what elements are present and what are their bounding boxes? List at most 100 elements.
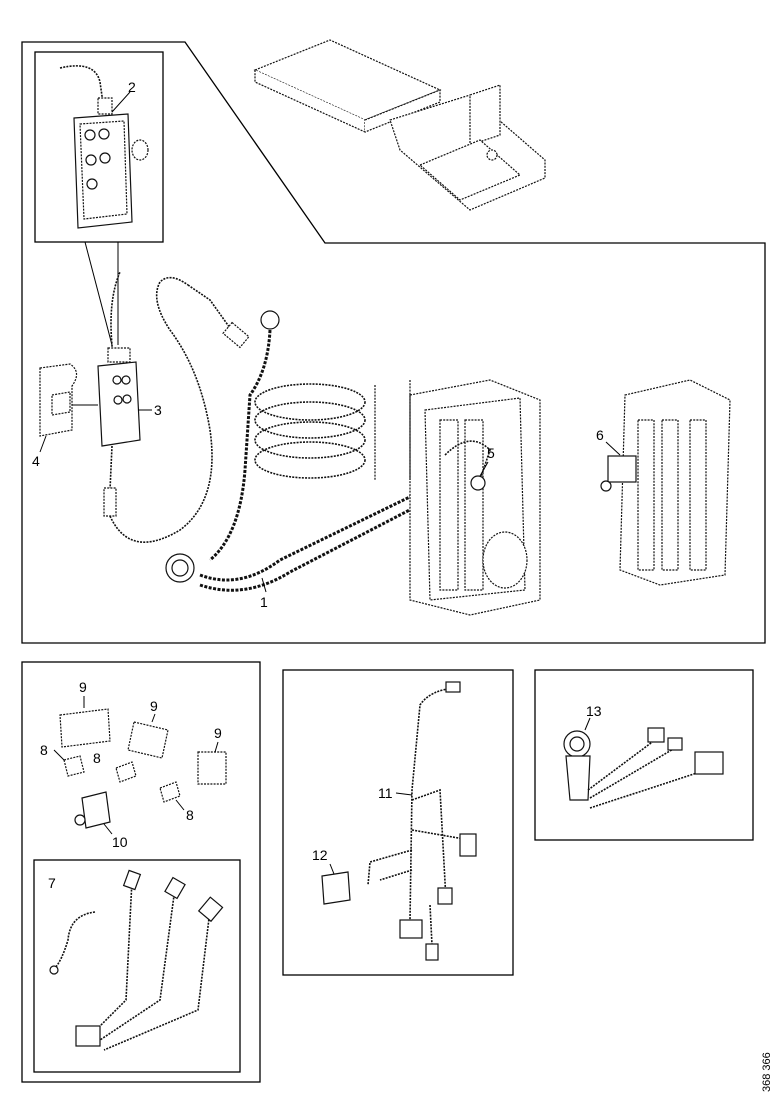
harness-branch (199, 490, 421, 582)
harness-main-trunk (209, 329, 272, 562)
part-7-connector-1 (122, 869, 142, 891)
leader-2 (111, 91, 131, 113)
callout-4: 4 (32, 453, 40, 469)
callout-6: 6 (596, 427, 604, 443)
harness-11-end-plug (425, 943, 439, 961)
callout-1: 1 (260, 594, 268, 610)
switch-13-wire-1 (587, 739, 656, 791)
remote-control-face (79, 120, 128, 220)
remote-3-coil-cable (109, 276, 213, 543)
harness-branch-2 (199, 500, 426, 592)
harness-upper-connector (260, 310, 280, 330)
relay-10 (81, 791, 111, 829)
callout-13: 13 (586, 703, 602, 719)
harness-11-branch-4 (379, 869, 413, 881)
switch-13-knob (569, 736, 585, 752)
part-7-branch-3 (103, 909, 211, 1051)
harness-11-drop (429, 904, 433, 946)
remote-3-button-4 (122, 394, 132, 404)
zoom-line-left (84, 241, 113, 346)
remote-cable (59, 65, 105, 111)
harness-11-bottom-connector (399, 919, 423, 939)
harness-coil-2 (254, 401, 366, 439)
machine-right-column-1 (637, 419, 655, 571)
sensor-6-plug (600, 480, 612, 492)
remote-3-plug (103, 487, 117, 517)
remote-button-1 (84, 129, 96, 141)
callout-10: 10 (112, 834, 128, 850)
remote-button-4 (99, 152, 111, 164)
leader-11 (395, 792, 413, 796)
machine-right-column-3 (689, 419, 707, 571)
harness-coil-4 (254, 441, 366, 479)
lower-middle-frame (282, 669, 514, 976)
leader-9c (214, 741, 219, 753)
leader-8a (53, 749, 65, 761)
remote-3-button-1 (112, 375, 122, 385)
remote-upper-cable (110, 271, 121, 350)
bracket-upright (469, 84, 501, 146)
callout-2: 2 (128, 79, 136, 95)
reference-number: 368 366 (761, 1052, 773, 1092)
part-7-connector-3 (197, 896, 224, 923)
remote-button-5 (86, 178, 98, 190)
leader-4 (39, 435, 47, 453)
switch-13-connector-2 (667, 737, 683, 751)
callout-3: 3 (154, 402, 162, 418)
switch-13-connector-3 (694, 751, 724, 775)
remote-control-assembly: 3 (64, 271, 213, 543)
callout-8b: 8 (93, 750, 101, 766)
harness-11-top-plug (445, 681, 461, 693)
callout-8c: 8 (186, 807, 194, 823)
callout-7: 7 (48, 875, 56, 891)
part-7-connector-2 (164, 876, 186, 900)
remote-3-button-2 (121, 375, 131, 385)
main-panel-frame (21, 41, 766, 644)
lower-right-frame (534, 669, 754, 841)
part-7-small-plug (49, 965, 59, 975)
leader-12 (329, 863, 335, 875)
leader-5 (479, 461, 489, 477)
cable-harness: 1 (165, 284, 426, 610)
switch-13-wire-3 (589, 771, 701, 809)
harness-sensor-lead (187, 284, 236, 336)
leader-13 (584, 717, 591, 731)
part-7-small-lead (54, 911, 96, 969)
part-7-branch-2 (99, 887, 176, 1041)
callout-12: 12 (312, 847, 328, 863)
part-7-frame (33, 859, 241, 1073)
bulb-8-a (63, 755, 85, 777)
machine-block-left: 5 (374, 379, 541, 616)
lower-left-panel: 9 9 9 8 8 8 10 7 (21, 661, 261, 1083)
harness-11-mid-connector (437, 887, 453, 905)
holder-4-clip (51, 391, 71, 416)
relay-10-pin (74, 814, 86, 826)
lower-middle-panel: 11 12 (282, 669, 514, 976)
sensor-5-lead (444, 440, 491, 481)
part-7-branch-1 (95, 879, 133, 1031)
remote-holder: 4 (32, 363, 78, 469)
sensor-6 (607, 455, 637, 483)
callout-8a: 8 (40, 742, 48, 758)
remote-button-3 (85, 154, 97, 166)
lower-left-frame (21, 661, 261, 1083)
machine-right-column-2 (661, 419, 679, 571)
harness-11-side-connector (459, 833, 477, 857)
leader-9b (151, 713, 156, 723)
bulb-8-b (115, 761, 137, 783)
machine-column-1 (439, 419, 459, 591)
remote-connector-top (107, 347, 131, 363)
machine-cylinder (482, 531, 528, 589)
switch-13-wire-2 (589, 747, 676, 799)
remote-3-lower-cable (109, 445, 113, 491)
leader-8c (175, 799, 185, 811)
relay-12 (321, 871, 351, 905)
switch-13-connector-1 (647, 727, 665, 743)
remote-3-button-3 (113, 395, 123, 405)
inset-frame (34, 51, 164, 243)
callout-9a: 9 (79, 679, 87, 695)
bulb-8-c (159, 781, 181, 803)
inset-remote-control: 2 (34, 51, 164, 243)
remote-button-2 (98, 128, 110, 140)
